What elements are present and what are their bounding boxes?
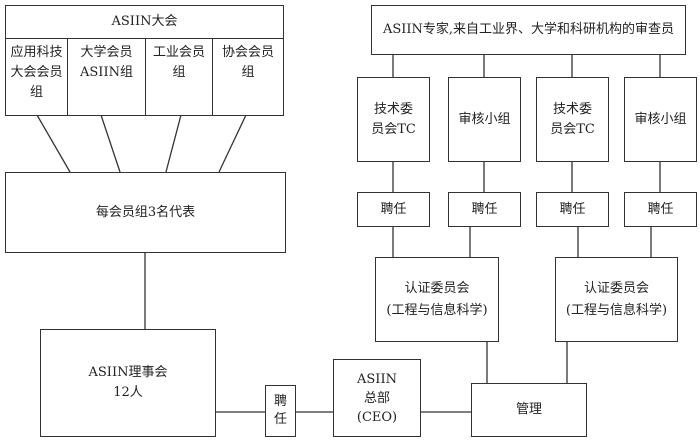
member-group-applied-sciences: 应用科技 大会会员 组 bbox=[5, 38, 68, 116]
member-group-associations: 协会会员 组 bbox=[212, 38, 284, 116]
management-box: 管理 bbox=[471, 383, 587, 437]
board-box: ASIIN理事会 12人 bbox=[40, 329, 216, 437]
appoint-box: 聘任 bbox=[448, 192, 521, 227]
assembly-title: ASIIN大会 bbox=[111, 14, 178, 29]
committee-label: 技术委 员会TC bbox=[371, 101, 416, 137]
member-group-label: 工业会员 组 bbox=[152, 45, 205, 80]
appoint-label: 聘任 bbox=[559, 201, 586, 217]
committee-box-technical-2: 技术委 员会TC bbox=[536, 77, 609, 162]
appoint-label: 聘任 bbox=[471, 201, 498, 217]
member-group-label: 协会会员 组 bbox=[221, 45, 274, 80]
appoint-box: 聘任 bbox=[357, 192, 430, 227]
management-label: 管理 bbox=[515, 402, 542, 417]
committee-label: 技术委 员会TC bbox=[550, 101, 595, 137]
committee-box-audit-1: 审核小组 bbox=[448, 77, 521, 162]
assembly-title-box: ASIIN大会 bbox=[5, 5, 284, 39]
representatives-label: 每会员组3名代表 bbox=[95, 204, 196, 220]
committee-box-technical-1: 技术委 员会TC bbox=[357, 77, 430, 162]
connector bbox=[100, 114, 121, 173]
connector bbox=[165, 114, 182, 173]
committee-label: 审核小组 bbox=[458, 111, 511, 127]
appoint-box: 聘任 bbox=[536, 192, 609, 227]
committee-label: 审核小组 bbox=[634, 111, 687, 127]
appoint-label: 聘任 bbox=[380, 201, 407, 217]
headquarters-box: ASIIN 总部 (CEO) bbox=[333, 359, 421, 437]
connector bbox=[218, 114, 247, 173]
board-label: ASIIN理事会 12人 bbox=[88, 365, 168, 400]
board-appoint-box: 聘 任 bbox=[265, 385, 296, 437]
committee-box-audit-2: 审核小组 bbox=[624, 77, 697, 162]
experts-box: ASIIN专家,来自工业界、大学和科研机构的审查员 bbox=[371, 5, 686, 55]
member-group-label: 大学会员 ASIIN组 bbox=[80, 45, 133, 80]
representatives-box: 每会员组3名代表 bbox=[5, 172, 286, 253]
member-group-label: 应用科技 大会会员 组 bbox=[10, 45, 63, 100]
accreditation-committee-box-1: 认证委员会 (工程与信息科学) bbox=[375, 257, 499, 342]
accreditation-label: 认证委员会 (工程与信息科学) bbox=[565, 280, 668, 318]
appoint-box: 聘任 bbox=[624, 192, 697, 227]
connector bbox=[36, 114, 71, 173]
accreditation-label: 认证委员会 (工程与信息科学) bbox=[386, 280, 488, 318]
appoint-label: 聘任 bbox=[647, 201, 674, 217]
accreditation-committee-box-2: 认证委员会 (工程与信息科学) bbox=[555, 257, 678, 342]
member-group-industry: 工业会员 组 bbox=[145, 38, 213, 116]
member-group-universities: 大学会员 ASIIN组 bbox=[67, 38, 146, 116]
experts-label: ASIIN专家,来自工业界、大学和科研机构的审查员 bbox=[382, 22, 675, 37]
board-appoint-label: 聘 任 bbox=[273, 394, 287, 427]
headquarters-label: ASIIN 总部 (CEO) bbox=[356, 371, 398, 425]
